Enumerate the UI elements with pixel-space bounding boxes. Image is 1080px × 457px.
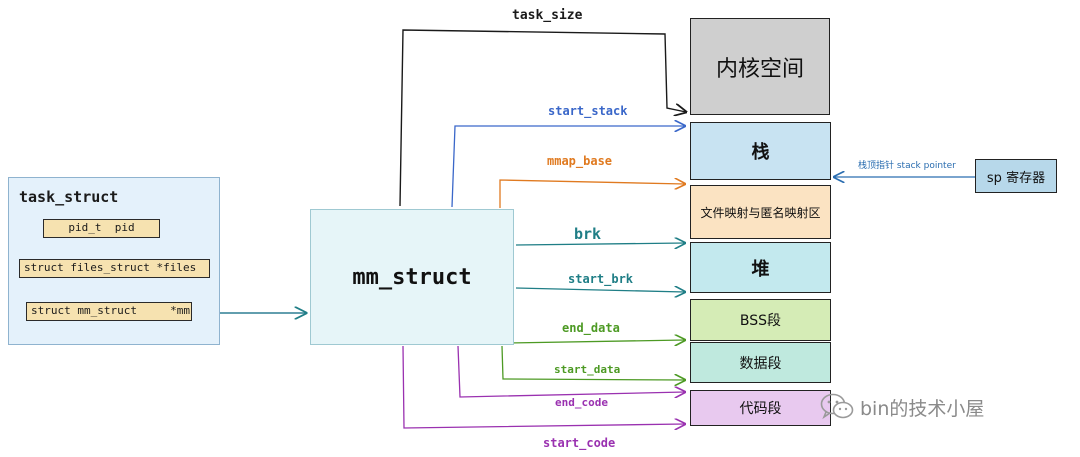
mm-field: struct mm_struct *mm [26, 302, 192, 321]
mmap-base-arrow [499, 180, 685, 208]
end-data-label: end_data [562, 321, 620, 335]
start-brk-arrow [515, 288, 685, 292]
watermark: bin的技术小屋 [820, 393, 984, 421]
kernel-space-segment: 内核空间 [690, 18, 830, 115]
stack-segment: 栈 [690, 122, 831, 180]
start-data-label: start_data [554, 363, 621, 376]
watermark-text: bin的技术小屋 [860, 397, 985, 420]
data-segment: 数据段 [690, 342, 831, 383]
task-size-arrow [399, 29, 686, 207]
start-stack-arrow [451, 126, 685, 208]
start-data-arrow [501, 345, 685, 380]
start-stack-label: start_stack [548, 104, 628, 118]
brk-label: brk [574, 225, 602, 243]
end-data-arrow [507, 340, 685, 343]
end-code-arrow [457, 345, 685, 397]
mmap-segment: 文件映射与匿名映射区 [690, 185, 831, 239]
wechat-icon [820, 393, 854, 420]
start-brk-label: start_brk [568, 272, 634, 286]
task-struct-box: task_struct pid_t pid struct files_struc… [8, 177, 220, 345]
start-code-label: start_code [543, 436, 616, 450]
brk-arrow [515, 243, 685, 245]
heap-segment: 堆 [690, 242, 831, 293]
task-size-label: task_size [512, 8, 583, 23]
stack-pointer-label: 栈顶指针 stack pointer [858, 161, 956, 171]
end-code-label: end_code [555, 396, 608, 409]
bss-segment: BSS段 [690, 299, 831, 341]
mmap-base-label: mmap_base [547, 154, 613, 168]
sp-register-box: sp 寄存器 [975, 159, 1057, 193]
mm-struct-box: mm_struct [310, 209, 514, 345]
task-struct-title: task_struct [19, 188, 119, 206]
start-code-arrow [402, 345, 685, 428]
files-field: struct files_struct *files [19, 259, 210, 278]
code-segment: 代码段 [690, 390, 831, 426]
pid-field: pid_t pid [43, 219, 160, 238]
